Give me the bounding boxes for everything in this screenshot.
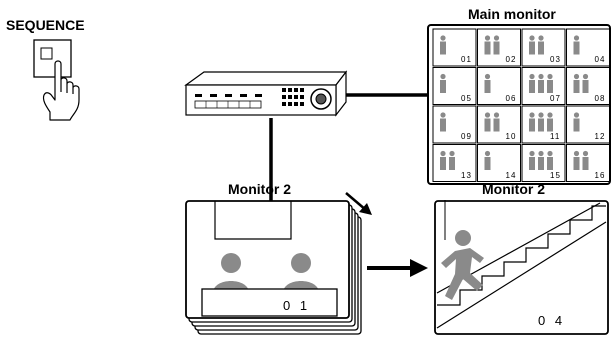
camera-tile-number: 04 [594,55,606,64]
camera-tile [432,144,477,182]
camera-tile [432,105,477,144]
right-screen-scene [436,200,607,329]
camera-tile [477,105,521,144]
right-screen-channel: 0 4 [538,313,566,328]
camera-tile [566,144,610,182]
main-monitor-grid [432,28,610,182]
left-screen-channel: 0 1 [283,298,311,313]
camera-tile-number: 16 [594,170,606,180]
camera-tile-number: 01 [461,55,472,64]
sequence-label: SEQUENCE [6,17,85,33]
camera-tile-number: 03 [550,55,561,64]
camera-tile [566,67,610,105]
pointing-hand-icon [42,60,80,121]
sequence-button-icon [33,39,72,78]
camera-tile [566,105,610,144]
right-arrow-icon [367,259,428,277]
camera-tile-number: 15 [550,170,561,180]
camera-tile-number: 07 [550,93,561,103]
left-screen-scene [201,201,338,317]
diagonal-arrow-icon [345,192,372,215]
camera-tile [477,67,521,105]
camera-tile-number: 11 [550,132,561,141]
camera-tile-number: 10 [505,132,517,141]
camera-tile [521,105,566,144]
main-monitor-label: Main monitor [468,6,556,22]
camera-tile-number: 14 [505,170,517,180]
camera-tile [521,144,566,182]
camera-tile-number: 05 [461,93,472,103]
camera-tile-number: 09 [461,132,472,141]
camera-tile [477,28,521,67]
camera-tile [432,67,477,105]
monitor2-right-label: Monitor 2 [482,181,545,197]
camera-tile [521,67,566,105]
camera-tile-number: 13 [461,170,472,180]
camera-tile [432,28,477,67]
monitor2-left-label: Monitor 2 [228,181,291,197]
camera-tile-number: 06 [505,93,517,103]
camera-tile [477,144,521,182]
dvr-recorder-icon [184,70,348,117]
camera-tile-number: 08 [594,93,606,103]
camera-tile-number: 12 [594,132,606,141]
camera-tile [521,28,566,67]
camera-tile-number: 02 [505,55,517,64]
camera-tile [566,28,610,67]
